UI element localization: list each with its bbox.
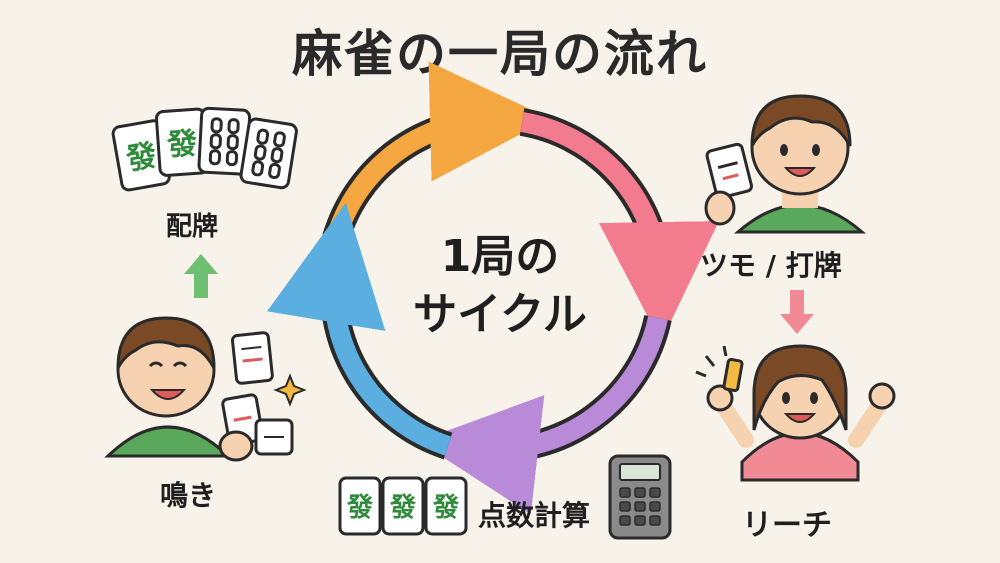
calculator-icon: [608, 454, 672, 540]
step-score-label: 点数計算: [478, 499, 591, 532]
tile-hatsu-label: 發: [123, 138, 160, 178]
step-riichi-label: リーチ: [742, 508, 832, 543]
tile-hatsu-label: 發: [432, 493, 460, 523]
tile-hatsu-label: 發: [389, 493, 417, 523]
step-draw-label: ツモ / 打牌: [700, 249, 842, 282]
arrow-up-icon: [184, 254, 218, 298]
tile-hatsu-label: 發: [165, 126, 198, 163]
player-call-icon: [104, 316, 307, 462]
cycle-ring: [267, 61, 719, 515]
cycle-center-label: 1局の サイクル: [355, 228, 645, 344]
cycle-center-line2: サイクル: [413, 289, 587, 340]
player-draw-icon: [704, 94, 867, 234]
player-riichi-icon: [695, 344, 896, 482]
step-call-label: 鳴き: [160, 479, 217, 512]
score-tiles: 發 發 發: [338, 476, 468, 536]
arrow-down-icon: [780, 290, 814, 334]
deal-tiles: 發 發: [111, 106, 298, 192]
cycle-center-line1: 1局の: [440, 231, 560, 282]
step-deal-label: 配牌: [166, 212, 219, 242]
tile-hatsu-label: 發: [346, 493, 374, 523]
